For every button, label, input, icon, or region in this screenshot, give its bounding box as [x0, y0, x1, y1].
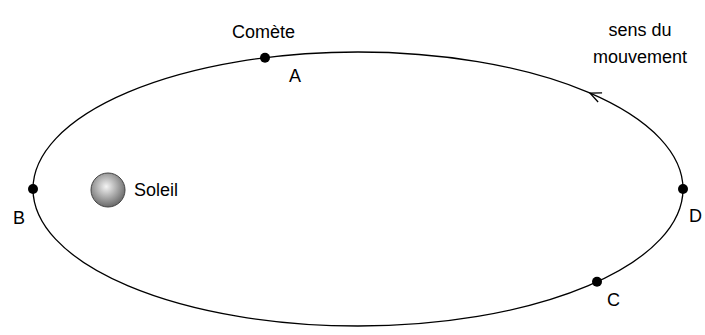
point-label: D	[689, 206, 702, 227]
comet-label: Comète	[232, 22, 295, 43]
point-label: B	[13, 208, 25, 229]
sun-label: Soleil	[134, 180, 178, 201]
orbit-ellipse	[33, 52, 683, 326]
point-dot	[678, 184, 688, 194]
direction-arrowhead	[588, 89, 602, 103]
sun-node: Soleil	[90, 172, 178, 208]
sun-symbol	[90, 172, 126, 208]
point-dot	[592, 277, 602, 287]
point-label: C	[607, 290, 620, 311]
point-dot	[260, 53, 270, 63]
sun-disc	[91, 173, 125, 207]
point-label: A	[289, 66, 301, 87]
direction-label: sens du mouvement	[578, 17, 702, 71]
orbit-points	[28, 53, 688, 287]
point-dot	[28, 184, 38, 194]
